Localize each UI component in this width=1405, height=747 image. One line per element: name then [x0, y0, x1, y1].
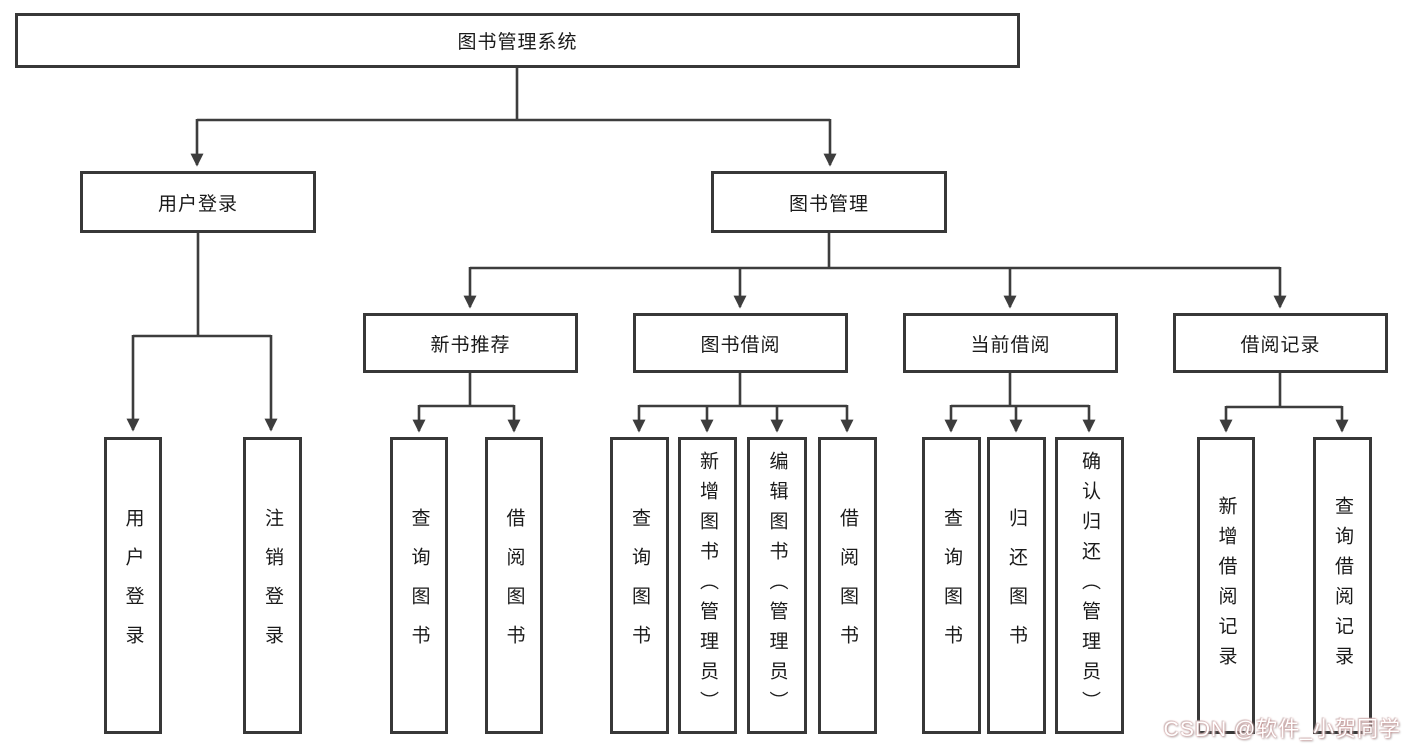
leaf-confirm-return-admin-label: 确认归还（管理员）: [1079, 450, 1100, 721]
node-new-book-recommend-label: 新书推荐: [430, 334, 511, 356]
leaf-add-borrow-record: 新增借阅记录: [1197, 437, 1255, 734]
leaf-borrow-book: 借阅图书: [485, 437, 543, 734]
node-book-borrow: 图书借阅: [633, 313, 848, 373]
leaf-query-book-label: 查询图书: [629, 507, 650, 664]
leaf-return-book-label: 归还图书: [1006, 507, 1027, 664]
node-book-management-label: 图书管理: [788, 193, 869, 215]
leaf-confirm-return-admin: 确认归还（管理员）: [1055, 437, 1124, 734]
node-current-borrow: 当前借阅: [903, 313, 1118, 373]
leaf-edit-book-admin: 编辑图书（管理员）: [747, 437, 807, 734]
leaf-logout-label: 注销登录: [262, 507, 283, 664]
leaf-query-borrow-record-label: 查询借阅记录: [1332, 495, 1353, 676]
leaf-query-borrow-record: 查询借阅记录: [1313, 437, 1372, 734]
leaf-return-book: 归还图书: [987, 437, 1046, 734]
node-borrow-records: 借阅记录: [1173, 313, 1388, 373]
leaf-add-book-admin: 新增图书（管理员）: [678, 437, 737, 734]
node-book-borrow-label: 图书借阅: [700, 334, 781, 356]
leaf-query-book-label: 查询图书: [941, 507, 962, 664]
node-new-book-recommend: 新书推荐: [363, 313, 578, 373]
node-user-login-label: 用户登录: [157, 193, 238, 215]
node-user-login: 用户登录: [80, 171, 316, 233]
node-borrow-records-label: 借阅记录: [1240, 334, 1321, 356]
leaf-borrow-book-label: 借阅图书: [503, 507, 525, 664]
csdn-watermark: CSDN @软件_小贺同学: [1163, 718, 1401, 741]
leaf-user-login: 用户登录: [104, 437, 162, 734]
leaf-query-book: 查询图书: [610, 437, 669, 734]
leaf-query-book-label: 查询图书: [408, 507, 430, 664]
node-current-borrow-label: 当前借阅: [970, 334, 1051, 356]
leaf-add-book-admin-label: 新增图书（管理员）: [697, 450, 718, 721]
leaf-borrow-book: 借阅图书: [818, 437, 877, 734]
node-root-system: 图书管理系统: [15, 13, 1020, 68]
leaf-edit-book-admin-label: 编辑图书（管理员）: [766, 450, 788, 721]
node-root-label: 图书管理系统: [457, 32, 578, 53]
leaf-query-book: 查询图书: [390, 437, 448, 734]
leaf-query-book: 查询图书: [922, 437, 981, 734]
leaf-user-login-label: 用户登录: [122, 507, 144, 664]
leaf-add-borrow-record-label: 新增借阅记录: [1215, 495, 1237, 676]
leaf-logout: 注销登录: [243, 437, 302, 734]
node-book-management: 图书管理: [711, 171, 947, 233]
leaf-borrow-book-label: 借阅图书: [837, 507, 858, 664]
